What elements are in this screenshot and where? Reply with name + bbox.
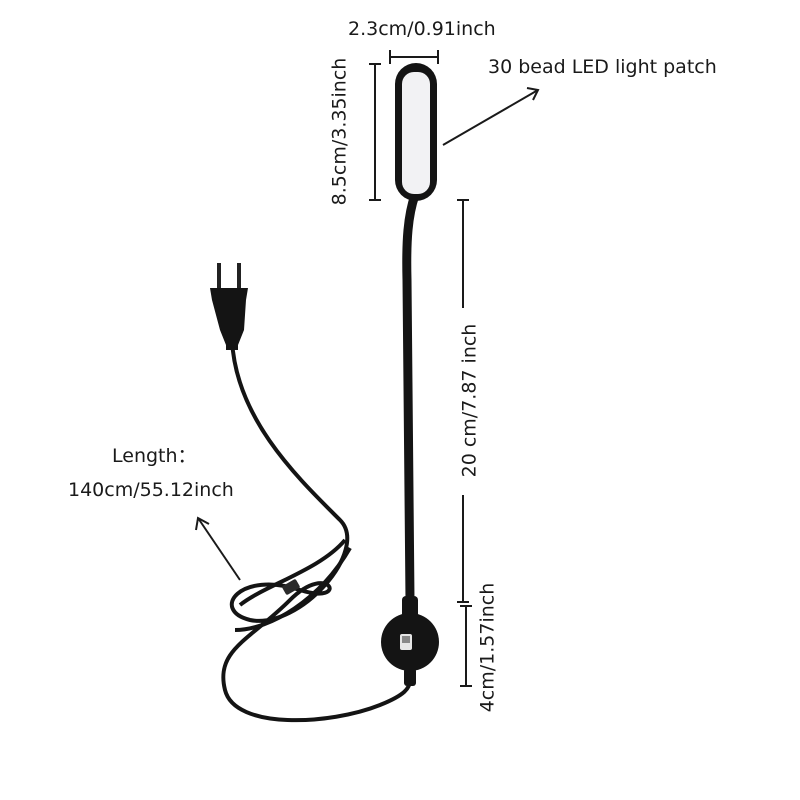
head-width-label: 2.3cm/0.91inch	[348, 18, 496, 40]
arrow-led-patch	[442, 87, 540, 146]
power-cord	[221, 338, 412, 723]
arrow-cord-length	[195, 516, 241, 581]
power-plug	[210, 263, 248, 350]
base-height-label: 4cm/1.57inch	[476, 582, 499, 713]
cord-tie	[282, 579, 300, 595]
gooseneck-length-label: 20 cm/7.87 inch	[458, 323, 481, 478]
dimension-base	[460, 605, 472, 687]
lamp-base	[381, 596, 439, 686]
led-head	[395, 63, 437, 201]
dimension-head-height	[369, 63, 381, 201]
cord-length-title: Length：	[112, 445, 197, 467]
head-height-label: 8.5cm/3.35inch	[328, 57, 351, 206]
dimension-gooseneck	[457, 199, 469, 603]
cord-length-value: 140cm/55.12inch	[68, 479, 234, 501]
dimension-head-width	[389, 50, 439, 64]
led-patch-label: 30 bead LED light patch	[488, 56, 717, 78]
gooseneck	[402, 190, 420, 605]
